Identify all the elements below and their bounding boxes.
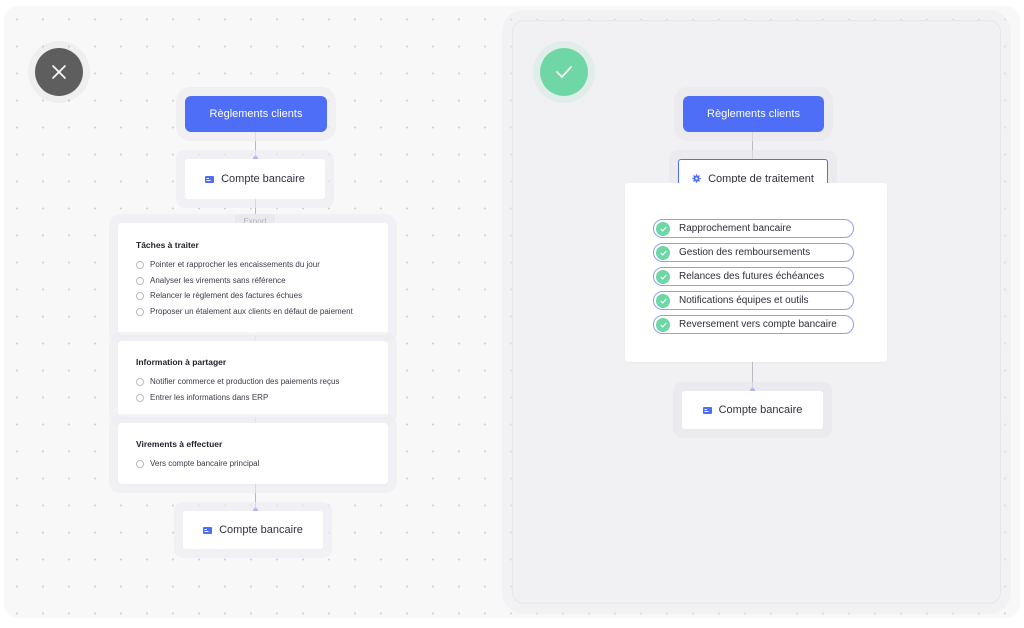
close-icon xyxy=(52,65,66,79)
check-circle-icon xyxy=(656,221,670,236)
bank-account-icon xyxy=(205,175,215,183)
node-label: Compte bancaire xyxy=(718,404,803,416)
gear-icon xyxy=(692,174,701,183)
node-label: Compte de traitement xyxy=(708,172,814,185)
button-label: Règlements clients xyxy=(209,108,303,120)
step-label: Relances des futures échéances xyxy=(679,271,825,282)
radio-circle-icon xyxy=(136,276,144,285)
bank-account-node-right[interactable]: Compte bancaire xyxy=(682,391,823,429)
step-pill[interactable]: Gestion des remboursements xyxy=(653,243,854,262)
bank-account-node-bottom[interactable]: Compte bancaire xyxy=(183,511,323,549)
radio-circle-icon xyxy=(136,377,144,386)
section-title: Virements à effectuer xyxy=(136,439,223,449)
connector-dot xyxy=(253,156,258,161)
task-label: Vers compte bancaire principal xyxy=(150,459,260,468)
info-card: Information à partager Notifier commerce… xyxy=(118,341,388,417)
connector-line xyxy=(255,199,256,215)
section-title: Information à partager xyxy=(136,357,227,367)
step-pill[interactable]: Relances des futures échéances xyxy=(653,267,854,286)
step-label: Rapprochement bancaire xyxy=(679,223,792,234)
task-label: Notifier commerce et production des paie… xyxy=(150,377,340,386)
step-label: Reversement vers compte bancaire xyxy=(679,319,837,330)
radio-circle-icon xyxy=(136,307,144,316)
section-title: Tâches à traiter xyxy=(136,240,199,250)
correct-badge xyxy=(540,48,588,96)
task-label: Entrer les informations dans ERP xyxy=(150,393,269,402)
task-item[interactable]: Pointer et rapprocher les encaissements … xyxy=(136,260,320,269)
connector-line xyxy=(255,131,256,159)
task-label: Analyser les virements sans référence xyxy=(150,276,286,285)
processing-steps-card: Rapprochement bancaire Gestion des rembo… xyxy=(625,183,887,362)
step-pill[interactable]: Notifications équipes et outils xyxy=(653,291,854,310)
incorrect-badge xyxy=(35,48,83,96)
connector-dot xyxy=(253,508,258,513)
clients-payments-button[interactable]: Règlements clients xyxy=(683,96,824,132)
task-item[interactable]: Notifier commerce et production des paie… xyxy=(136,377,339,386)
task-item[interactable]: Analyser les virements sans référence xyxy=(136,276,286,285)
task-item[interactable]: Proposer un étalement aux clients en déf… xyxy=(136,307,353,316)
checkmark-icon xyxy=(556,66,572,78)
bank-account-icon xyxy=(203,526,213,534)
check-circle-icon xyxy=(656,293,670,308)
bank-account-icon xyxy=(702,406,712,414)
task-label: Proposer un étalement aux clients en déf… xyxy=(150,307,353,316)
connector-dot xyxy=(750,388,755,393)
radio-circle-icon xyxy=(136,393,144,402)
step-label: Gestion des remboursements xyxy=(679,247,811,258)
task-item[interactable]: Vers compte bancaire principal xyxy=(136,459,259,468)
task-label: Relancer le règlement des factures échue… xyxy=(150,291,303,300)
connector-line xyxy=(752,131,753,159)
check-circle-icon xyxy=(656,269,670,284)
radio-circle-icon xyxy=(136,291,144,300)
step-label: Notifications équipes et outils xyxy=(679,295,809,306)
step-pill[interactable]: Reversement vers compte bancaire xyxy=(653,315,854,334)
connector-line xyxy=(752,362,753,390)
bank-account-node-top[interactable]: Compte bancaire xyxy=(185,159,325,199)
radio-circle-icon xyxy=(136,459,144,468)
node-label: Compte bancaire xyxy=(221,173,305,185)
task-item[interactable]: Relancer le règlement des factures échue… xyxy=(136,291,302,300)
check-circle-icon xyxy=(656,245,670,260)
task-item[interactable]: Entrer les informations dans ERP xyxy=(136,393,268,402)
node-label: Compte bancaire xyxy=(219,524,303,536)
button-label: Règlements clients xyxy=(707,108,800,120)
step-pill[interactable]: Rapprochement bancaire xyxy=(653,219,854,238)
clients-payments-button[interactable]: Règlements clients xyxy=(185,96,327,132)
radio-circle-icon xyxy=(136,260,144,269)
tasks-card: Tâches à traiter Pointer et rapprocher l… xyxy=(118,223,388,335)
transfers-card: Virements à effectuer Vers compte bancai… xyxy=(118,423,388,484)
check-circle-icon xyxy=(656,317,670,332)
task-label: Pointer et rapprocher les encaissements … xyxy=(150,260,320,269)
